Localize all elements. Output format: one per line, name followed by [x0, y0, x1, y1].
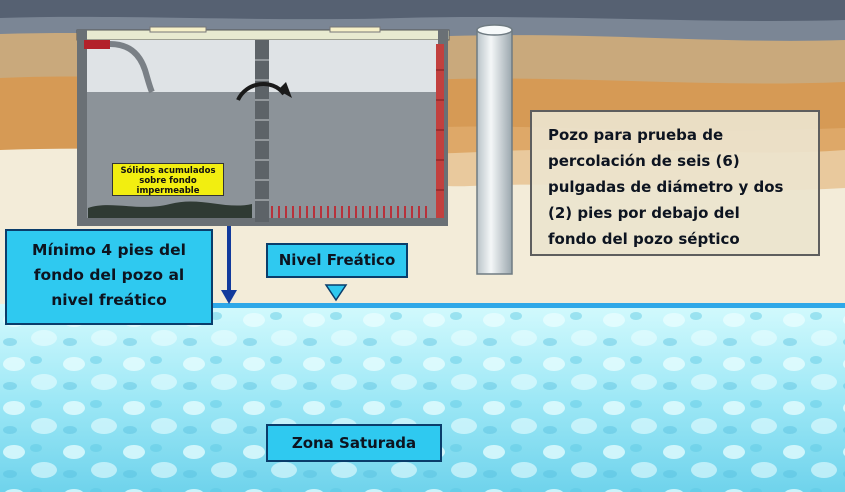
- min-depth-line-2: fondo del pozo al: [33, 266, 185, 284]
- water-table-marker-icon: [324, 284, 348, 302]
- test-hole-line-1: Pozo para prueba de: [548, 126, 724, 144]
- min-depth-label: Mínimo 4 pies del fondo del pozo al nive…: [5, 229, 213, 325]
- tank-left-wall: [77, 30, 87, 226]
- inlet-pipe: [84, 40, 110, 49]
- test-hole-line-3: pulgadas de diámetro y dos: [548, 178, 784, 196]
- test-pipe-top: [476, 24, 513, 36]
- saturated-zone: [0, 303, 845, 492]
- test-hole-label: Pozo para prueba de percolación de seis …: [530, 110, 820, 256]
- outlet-pipe-stack: [436, 44, 444, 218]
- min-depth-line-3: nivel freático: [51, 291, 167, 309]
- tank-lid-handle-2: [329, 26, 381, 33]
- test-hole-line-4: (2) pies por debajo del: [548, 204, 740, 222]
- min-depth-line-1: Mínimo 4 pies del: [32, 241, 186, 259]
- tank-baffle: [255, 40, 269, 222]
- test-hole-line-2: percolación de seis (6): [548, 152, 740, 170]
- tank-lid-handle-1: [149, 26, 207, 33]
- drain-field-hatch: [271, 206, 427, 218]
- solids-label: Sólidos acumulados sobre fondo impermeab…: [112, 163, 224, 196]
- septic-tank: [76, 26, 450, 226]
- baffle-ribs: [255, 59, 269, 201]
- solids-line-1: Sólidos acumulados: [120, 166, 216, 176]
- outlet-pipe-bands: [436, 69, 444, 191]
- tank-lid: [76, 29, 450, 41]
- inlet-stream: [109, 41, 155, 94]
- water-table-line: [210, 303, 845, 308]
- sludge-layer: [88, 201, 252, 218]
- solids-line-3: impermeable: [136, 186, 200, 196]
- solids-line-2: sobre fondo: [139, 176, 197, 186]
- test-hole-line-5: fondo del pozo séptico: [548, 230, 740, 248]
- water-table-label: Nivel Freático: [266, 243, 408, 278]
- saturated-zone-label: Zona Saturada: [266, 424, 442, 462]
- water-texture: [0, 304, 845, 492]
- flow-arrowhead-icon: [278, 82, 292, 98]
- percolation-test-pipe: [476, 24, 513, 275]
- test-pipe-body: [476, 29, 513, 275]
- depth-arrow-icon: [221, 226, 237, 304]
